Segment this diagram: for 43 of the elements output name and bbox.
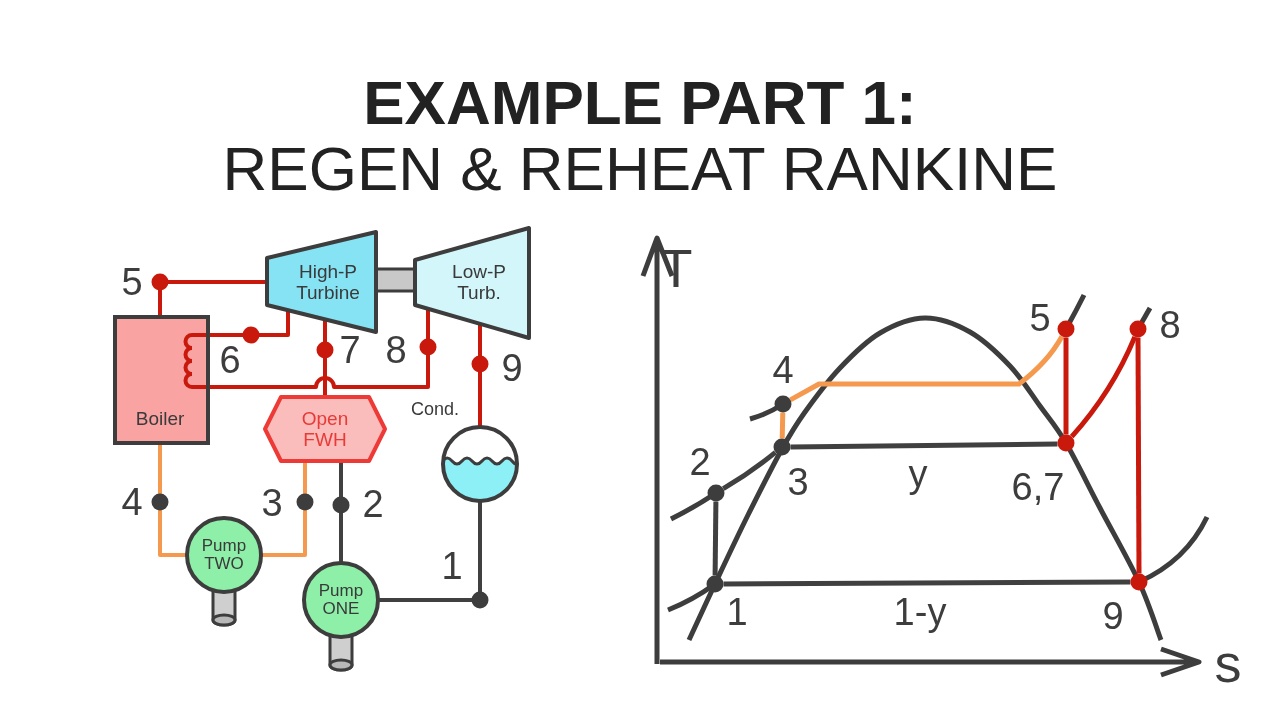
turbine-label: Low-P Turb.	[451, 262, 507, 304]
turbine-symbol	[413, 225, 531, 341]
pipe-line	[210, 309, 430, 389]
pipe-line	[323, 319, 327, 397]
pipe-line	[478, 324, 482, 427]
state-label: 5	[1029, 299, 1051, 337]
heater-hexagon	[263, 395, 387, 463]
boiler-label: Boiler	[135, 408, 185, 428]
turbine-symbol	[265, 229, 378, 335]
state-label: 2	[689, 443, 711, 481]
pipe-line	[339, 461, 343, 563]
state-label: 1	[726, 593, 748, 631]
pump-symbol	[185, 516, 263, 628]
process-line	[779, 412, 786, 439]
process-line	[722, 450, 777, 491]
pump-label: Pump TWO	[201, 536, 247, 574]
pipe-line	[261, 461, 307, 557]
state-label: 3	[787, 463, 809, 501]
pipe-line	[210, 310, 290, 337]
axis-title: s	[1214, 636, 1242, 690]
pump-symbol	[302, 561, 380, 673]
pipe-line	[158, 280, 267, 315]
process-line	[790, 441, 1058, 450]
process-line	[1135, 337, 1142, 574]
process-line	[723, 579, 1131, 587]
process-line	[789, 335, 1065, 403]
boiler-box	[113, 315, 210, 445]
title: EXAMPLE PART 1: REGEN & REHEAT RANKINE	[222, 70, 1058, 202]
pump-label: Pump ONE	[318, 581, 364, 619]
state-label: 6,7	[1011, 468, 1065, 506]
state-label: 4	[772, 351, 794, 389]
process-line	[712, 501, 719, 576]
process-line	[1069, 335, 1138, 439]
state-label: 9	[1102, 597, 1124, 635]
fraction-label: 1-y	[893, 593, 947, 631]
state-label: 8	[1159, 306, 1181, 344]
turbine-label: High-P Turbine	[295, 262, 361, 304]
pipe-line	[378, 501, 482, 602]
heater-label: Open FWH	[300, 409, 350, 451]
condenser-label: Cond.	[411, 400, 459, 418]
fraction-label: y	[908, 455, 928, 493]
pipe-line	[158, 445, 187, 557]
process-line	[1063, 337, 1069, 435]
